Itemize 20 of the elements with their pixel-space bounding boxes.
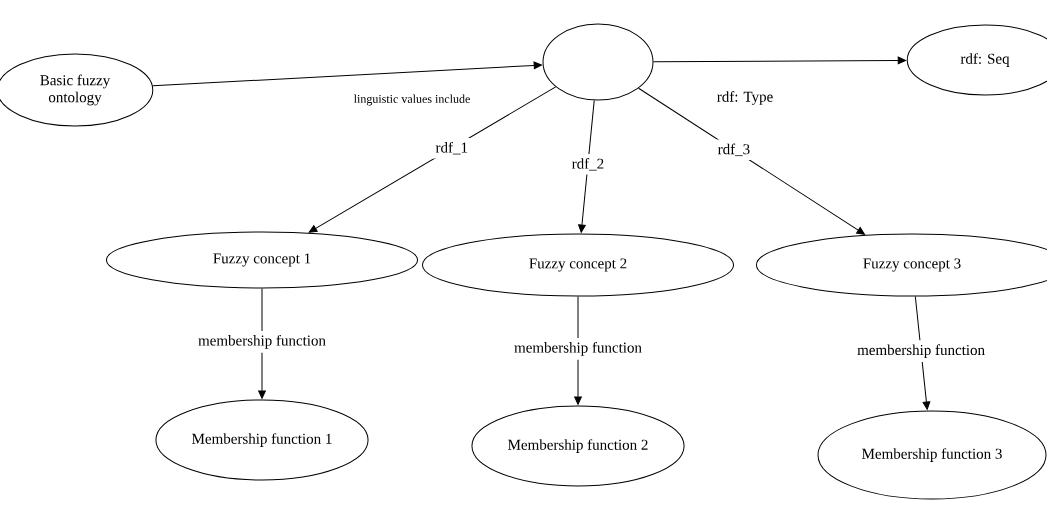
- edge-label: rdf_1: [431, 137, 472, 159]
- edge-label: rdf_3: [713, 139, 755, 161]
- arrow: [308, 86, 557, 233]
- edge-label: membership function: [853, 340, 990, 363]
- arrow: [578, 99, 595, 233]
- ellipse-node: Fuzzy concept 2: [421, 233, 735, 297]
- ellipse-node: Fuzzy concept 1: [105, 231, 419, 289]
- edge-label: rdf_2: [567, 154, 609, 175]
- edge-label: linguistic values include: [353, 94, 470, 106]
- edge-label: membership function: [510, 337, 646, 360]
- ellipse-node: Membership function 2: [471, 405, 685, 487]
- arrow: [653, 56, 906, 65]
- arrow: [152, 61, 542, 87]
- edge-label: membership function: [194, 330, 330, 353]
- arrow: [638, 87, 865, 235]
- ellipse-node: Membership function 3: [817, 410, 1047, 500]
- empty-ellipse: [542, 23, 654, 101]
- arrow: [914, 296, 931, 410]
- ellipse-node: Membership function 1: [155, 399, 369, 481]
- edge-label: rdf: Type: [717, 91, 773, 105]
